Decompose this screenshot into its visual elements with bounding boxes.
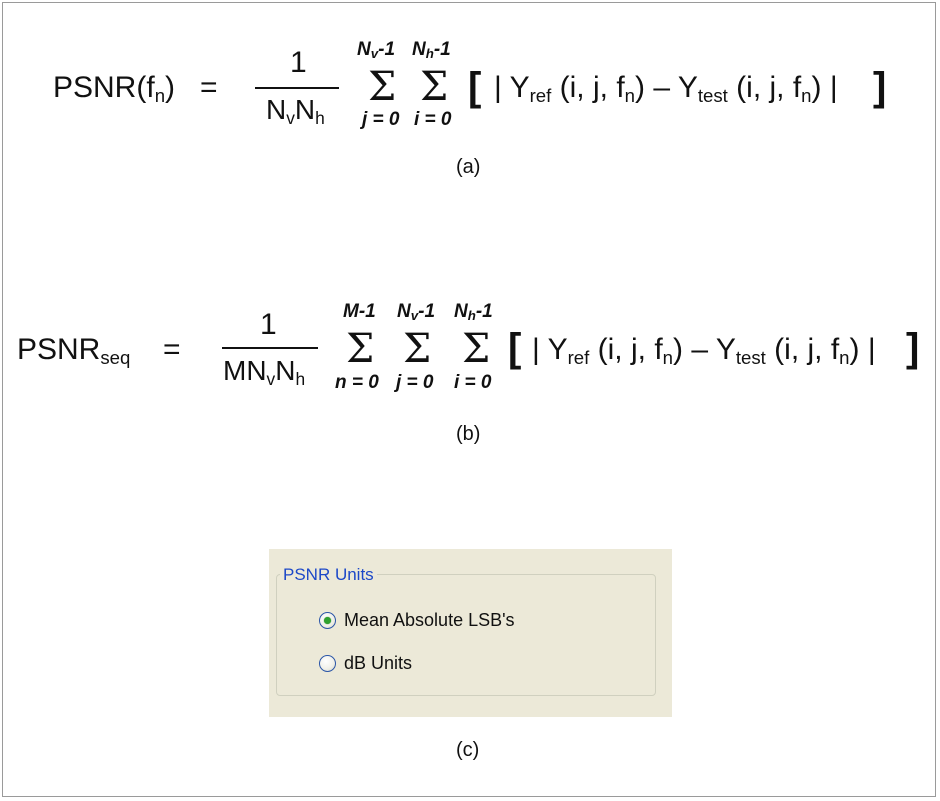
equation-a-sum2-upper: Nh-1 (412, 39, 451, 62)
y-ref-subscript: ref (529, 85, 552, 107)
args: (i, j, f (774, 333, 840, 366)
y-ref-subscript: ref (567, 347, 590, 369)
args-subscript: n (624, 85, 635, 107)
limit-sub: h (425, 46, 434, 62)
equation-a-numerator: 1 (290, 46, 307, 79)
equation-b-open-bracket: [ (508, 326, 522, 370)
equation-a-sigma-j: Σ (368, 64, 397, 110)
psnr-units-panel: PSNR Units Mean Absolute LSB's dB Units (269, 549, 672, 717)
y-test: Y (715, 333, 736, 366)
den-mn: MN (223, 355, 267, 386)
equation-b-sum1-lower: j = 0 (396, 372, 434, 393)
args-subscript: n (839, 347, 850, 369)
equation-b-sum2-upper: Nh-1 (454, 301, 493, 324)
lhs-subscript: n (154, 85, 166, 107)
args-close: ) (635, 71, 645, 104)
caption-c: (c) (456, 739, 480, 761)
limit-sub: v (370, 46, 379, 62)
equation-a-sum2-lower: i = 0 (414, 109, 452, 130)
equation-b-sigma-j: Σ (403, 326, 432, 372)
lhs-close-paren: ) (165, 71, 176, 104)
limit-n: N (454, 301, 468, 322)
equation-a-body: | Yref (i, j, fn) – Ytest (i, j, fn) | (494, 71, 838, 107)
equation-b-lhs: PSNRseq (17, 333, 131, 369)
limit-n: N (397, 301, 411, 322)
radio-option-mean-absolute-lsbs[interactable]: Mean Absolute LSB's (319, 610, 515, 631)
minus-sign: – (691, 333, 709, 366)
caption-a: (a) (456, 156, 481, 178)
radio-label-db-units[interactable]: dB Units (344, 653, 413, 673)
abs-bar: | (494, 71, 502, 104)
args-subscript: n (662, 347, 673, 369)
radio-option-db-units[interactable]: dB Units (319, 653, 412, 674)
abs-bar: | (532, 333, 540, 366)
args-subscript: n (801, 85, 812, 107)
equation-b-numerator: 1 (260, 308, 277, 341)
limit-sub: v (410, 308, 419, 324)
equation-b-fraction-bar (222, 347, 318, 349)
abs-bar: | (829, 71, 838, 104)
y-test-subscript: test (697, 85, 728, 107)
equation-a-fraction-bar (255, 87, 339, 89)
lhs-text: PSNR(f (53, 71, 155, 104)
equation-a-sum1-upper: Nv-1 (357, 39, 396, 62)
equation-b-sum0-upper: M-1 (343, 301, 376, 322)
minus-sign: – (653, 71, 671, 104)
lhs-text: PSNR (17, 333, 101, 366)
equation-b-close-bracket: ] (906, 326, 920, 370)
y-ref: Y (547, 333, 568, 366)
equation-b-sum1-upper: Nv-1 (397, 301, 436, 324)
args-close: ) (811, 71, 822, 104)
den-sub-h: h (295, 368, 306, 389)
y-ref: Y (509, 71, 530, 104)
limit-tail: -1 (475, 301, 493, 322)
psnr-units-groupbox (276, 574, 656, 696)
equation-b-sum0-lower: n = 0 (335, 372, 379, 393)
equation-b-denominator: MNvNh (223, 355, 305, 388)
args-close: ) (849, 333, 860, 366)
y-test-subscript: test (735, 347, 766, 369)
args: (i, j, f (559, 71, 625, 104)
y-test: Y (677, 71, 698, 104)
radio-label-mean-absolute-lsbs[interactable]: Mean Absolute LSB's (344, 610, 515, 630)
args: (i, j, f (597, 333, 663, 366)
equation-b-sigma-n: Σ (346, 326, 375, 372)
equation-a-sum1-lower: j = 0 (362, 109, 400, 130)
limit-tail: -1 (433, 39, 451, 60)
equation-b-sum2-lower: i = 0 (454, 372, 492, 393)
limit-tail: -1 (378, 39, 396, 60)
psnr-units-group-title: PSNR Units (280, 565, 377, 585)
equation-a-sigma-i: Σ (420, 64, 449, 110)
equation-a-denominator: NvNh (266, 94, 325, 127)
den-n: N (294, 94, 316, 125)
args-close: ) (673, 333, 683, 366)
den-sub-h: h (315, 107, 325, 128)
den-n: N (266, 94, 287, 125)
radio-unselected-icon[interactable] (319, 655, 336, 672)
caption-b: (b) (456, 423, 481, 445)
den-sub-v: v (286, 107, 295, 128)
equation-a-equals: = (200, 71, 218, 104)
equation-a-lhs: PSNR(fn) (53, 71, 176, 107)
abs-bar: | (867, 333, 876, 366)
radio-selected-icon[interactable] (319, 612, 336, 629)
limit-n: N (412, 39, 426, 60)
lhs-subscript: seq (100, 347, 131, 369)
limit-n: N (357, 39, 371, 60)
equation-b-equals: = (163, 333, 181, 366)
den-sub-v: v (266, 368, 276, 389)
equation-a-close-bracket: ] (873, 65, 887, 109)
equation-a-open-bracket: [ (468, 65, 482, 109)
den-n: N (275, 355, 296, 386)
equation-b-sigma-i: Σ (462, 326, 491, 372)
equation-b-body: | Yref (i, j, fn) – Ytest (i, j, fn) | (532, 333, 876, 369)
limit-sub: h (467, 308, 476, 324)
args: (i, j, f (736, 71, 802, 104)
limit-tail: -1 (418, 301, 436, 322)
